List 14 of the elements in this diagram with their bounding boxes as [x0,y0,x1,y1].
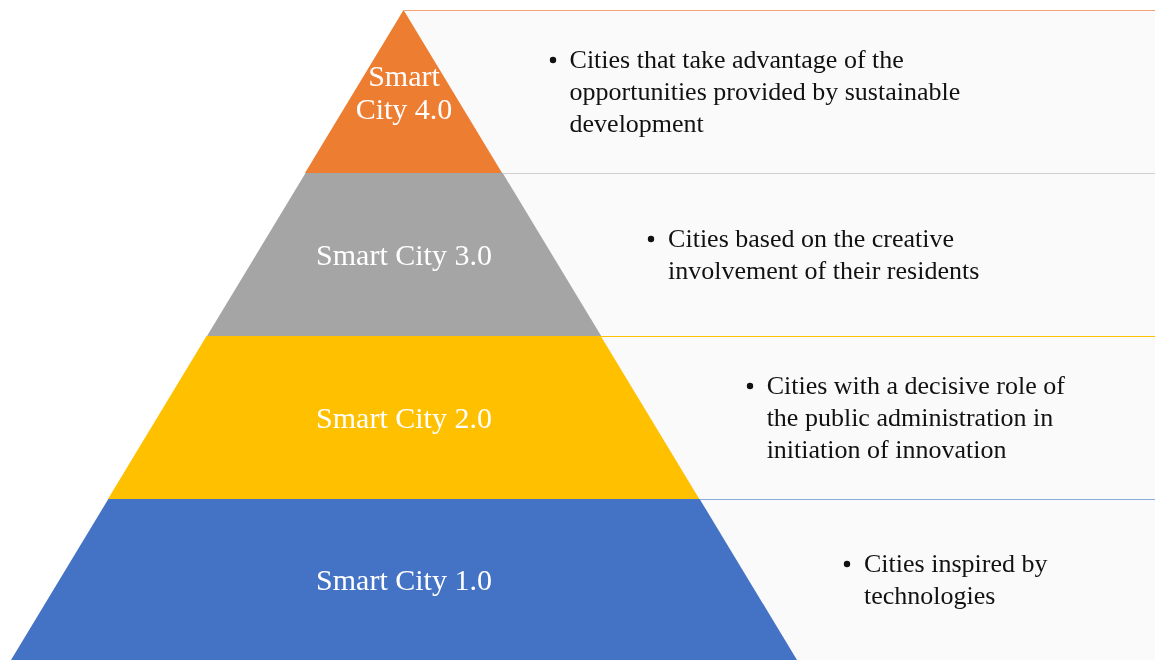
bullet-text: Cities inspired by technologies [864,548,1049,612]
layer-label: Smart City 1.0 [316,563,492,596]
bullet-text: Cities with a decisive role of the public administration in initiation of innovation [766,370,1066,466]
bullet-text: Cities based on the creative involvement of their residents [668,223,981,287]
layer-label: Smart City 2.0 [316,401,492,434]
pyramid-layer [108,336,700,499]
description-panel [502,173,1155,336]
pyramid-layer [206,173,602,336]
pyramid-layer [11,499,797,660]
layer-label: Smart City 4.0 [354,58,454,125]
description-panel [601,336,1155,499]
pyramid-layer [305,10,503,173]
layer-label: Smart City 3.0 [316,238,492,271]
bullet-text: Cities that take advantage of the opportunities provided by sustainable development [569,44,962,140]
